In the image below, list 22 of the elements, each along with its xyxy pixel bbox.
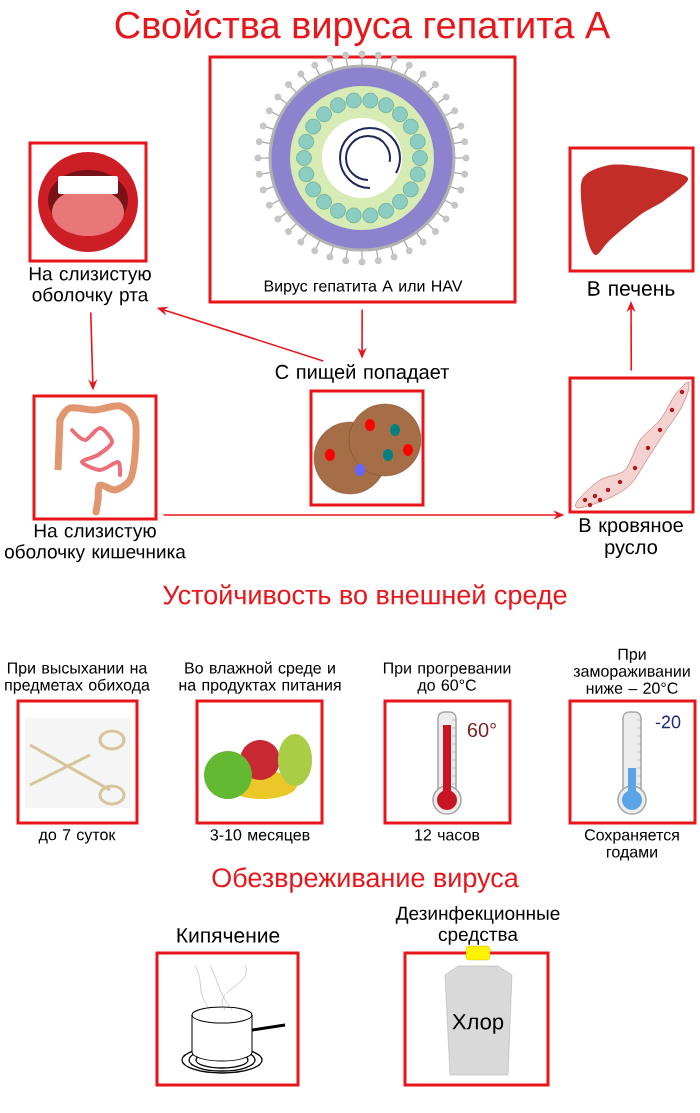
method-label: Кипячение [177,928,280,943]
condition-label: Во влажной среде и на продуктах питания [179,661,341,694]
duration-label: 3-10 месяцев [210,829,310,844]
method-label: Дезинфекционные средства [395,906,560,945]
step-label: На слизистую оболочку кишечника [4,524,186,563]
title: Свойства вируса гепатита А [115,9,611,47]
scale-mark: 60° [467,722,496,738]
scale-mark: -20 [655,715,681,729]
condition-label: При высыхании на предметах обихода [5,662,150,694]
section-heading: Обезвреживание вируса [212,867,519,893]
bottle-label: Хлор [452,1014,504,1034]
step-label: На слизистую оболочку рта [29,267,151,306]
duration-label: Сохраняется годами [584,829,679,861]
step-label: В кровяное русло [579,518,683,559]
virus-caption: Вирус гепатита А или HAV [264,280,463,295]
step-label: В печень [588,281,675,296]
condition-label: При замораживании ниже – 20°C [573,648,690,694]
section-heading: Устойчивость во внешней среде [163,584,567,610]
duration-label: до 7 суток [38,829,116,844]
condition-label: При прогревании до 60°C [383,662,511,694]
step-label: С пищей попадает [275,364,449,383]
duration-label: 12 часов [415,829,480,841]
